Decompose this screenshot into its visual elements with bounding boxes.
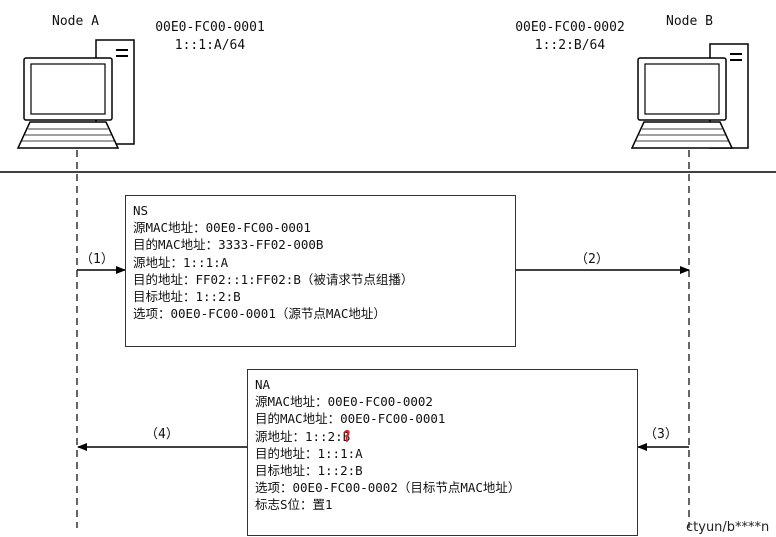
step-1-label: （1） (80, 252, 114, 267)
node-b-ipv6: 1::2:B/64 (534, 38, 606, 53)
na-line: 选项：00E0-FC00-0002（目标节点MAC地址） (255, 480, 521, 496)
na-line: 目的地址：1::1:A (255, 445, 363, 461)
ns-line: 目标地址：1::2:B (133, 289, 241, 305)
na-line: NA (255, 377, 271, 392)
node-a-name: Node A (52, 14, 99, 29)
node-b-mac: 00E0-FC00-0002 (515, 20, 625, 35)
computer-a-icon (16, 39, 135, 149)
ns-line: 选项：00E0-FC00-0001（源节点MAC地址） (133, 306, 386, 322)
ns-message-box: NS 源MAC地址：00E0-FC00-0001 目的MAC地址：3333-FF… (125, 195, 516, 347)
node-b-name: Node B (666, 14, 713, 29)
ns-line: 目的MAC地址：3333-FF02-000B (133, 237, 324, 253)
step-2-label: （2） (575, 252, 609, 267)
na-line: 标志S位：置1 (255, 497, 333, 513)
step-4-label: （4） (145, 427, 179, 442)
na-line: 源地址：1::2:B (255, 428, 351, 444)
na-message-box: NA 源MAC地址：00E0-FC00-0002 目的MAC地址：00E0-FC… (247, 369, 638, 536)
na-line: 目的MAC地址：00E0-FC00-0001 (255, 411, 446, 427)
ns-line: NS (133, 203, 149, 218)
ns-line: 源MAC地址：00E0-FC00-0001 (133, 220, 311, 236)
na-line: 目标地址：1::2:B (255, 463, 363, 479)
ns-line: 源地址：1::1:A (133, 254, 229, 270)
node-a-mac: 00E0-FC00-0001 (155, 20, 265, 35)
node-a-ipv6: 1::1:A/64 (174, 38, 246, 53)
red-annotation-mark (344, 429, 350, 442)
na-line: 源MAC地址：00E0-FC00-0002 (255, 394, 433, 410)
computer-b-icon (630, 43, 749, 149)
step-3-label: （3） (644, 427, 678, 442)
ns-line: 目的地址：FF02::1:FF02:B（被请求节点组播） (133, 271, 414, 287)
watermark: ctyun/b****n (686, 520, 770, 535)
